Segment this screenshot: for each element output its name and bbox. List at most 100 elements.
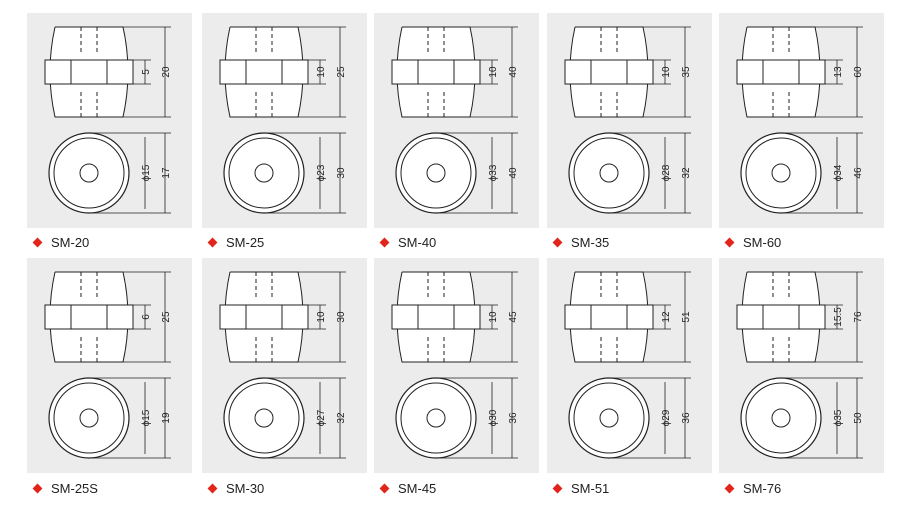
hex-band xyxy=(736,59,826,85)
inner-ring xyxy=(400,382,472,454)
dim-total-height: 20 xyxy=(161,66,172,78)
model-caption: SM-76 xyxy=(724,481,782,496)
dim-band-height: 12 xyxy=(661,311,672,323)
inner-ring xyxy=(573,382,645,454)
thread-insert-bottom xyxy=(600,91,618,117)
bullet-diamond-icon xyxy=(552,483,563,494)
insulator-drawing: 12 51 ϕ29 36 xyxy=(564,271,692,459)
thread-insert-top xyxy=(427,27,445,53)
inner-ring xyxy=(745,382,817,454)
dim-diameter: ϕ28 xyxy=(661,164,672,181)
dim-diameter: ϕ33 xyxy=(488,164,499,181)
dim-width: 17 xyxy=(161,167,172,179)
dim-total-height: 25 xyxy=(336,66,347,78)
model-name: SM-60 xyxy=(743,235,782,250)
center-hole xyxy=(599,408,619,428)
dim-diameter: ϕ15 xyxy=(141,409,152,426)
dim-band-height: 6 xyxy=(141,314,152,320)
thread-insert-bottom xyxy=(772,336,790,362)
model-caption: SM-45 xyxy=(379,481,437,496)
dim-band-height: 10 xyxy=(488,311,499,323)
model-caption: SM-25 xyxy=(207,235,264,250)
model-caption: SM-40 xyxy=(379,235,437,250)
hex-band xyxy=(564,59,654,85)
center-hole xyxy=(79,408,99,428)
dim-diameter: ϕ27 xyxy=(316,409,327,426)
dim-total-height: 51 xyxy=(681,311,692,323)
model-caption: SM-51 xyxy=(552,481,610,496)
inner-ring xyxy=(573,137,645,209)
hex-band xyxy=(44,304,134,330)
thread-insert-top xyxy=(255,272,273,298)
center-hole xyxy=(79,163,99,183)
dim-band-height: 5 xyxy=(141,69,152,75)
dim-band-height: 13 xyxy=(833,66,844,78)
dim-band-height: 15.5 xyxy=(833,307,844,327)
center-hole xyxy=(771,408,791,428)
dim-width: 46 xyxy=(853,167,864,179)
model-name: SM-30 xyxy=(226,481,265,496)
dim-total-height: 30 xyxy=(336,311,347,323)
thread-insert-top xyxy=(600,27,618,53)
dim-band-height: 10 xyxy=(488,66,499,78)
thread-insert-bottom xyxy=(80,91,98,117)
center-hole xyxy=(426,163,446,183)
dim-diameter: ϕ34 xyxy=(833,164,844,181)
model-name: SM-20 xyxy=(51,235,90,250)
hex-band xyxy=(391,304,481,330)
model-caption: SM-60 xyxy=(724,235,782,250)
thread-insert-top xyxy=(427,272,445,298)
model-caption: SM-35 xyxy=(552,235,609,250)
dim-total-height: 35 xyxy=(681,66,692,78)
thread-insert-bottom xyxy=(255,91,273,117)
insulator-card: 6 25 ϕ15 19 xyxy=(27,258,192,473)
dim-width: 19 xyxy=(161,412,172,424)
dim-total-height: 25 xyxy=(161,311,172,323)
center-hole xyxy=(254,163,274,183)
dim-diameter: ϕ30 xyxy=(488,409,499,426)
inner-ring xyxy=(228,382,300,454)
thread-insert-bottom xyxy=(80,336,98,362)
dim-band-height: 10 xyxy=(661,66,672,78)
model-name: SM-51 xyxy=(571,481,610,496)
model-name: SM-25S xyxy=(51,481,98,496)
hex-band xyxy=(564,304,654,330)
dim-diameter: ϕ15 xyxy=(141,164,152,181)
dim-width: 32 xyxy=(336,412,347,424)
center-hole xyxy=(426,408,446,428)
hex-band xyxy=(736,304,826,330)
dim-total-height: 45 xyxy=(508,311,519,323)
bullet-diamond-icon xyxy=(32,237,43,248)
inner-ring xyxy=(228,137,300,209)
insulator-drawing: 6 25 ϕ15 19 xyxy=(44,271,172,459)
thread-insert-bottom xyxy=(255,336,273,362)
inner-ring xyxy=(53,137,125,209)
model-name: SM-76 xyxy=(743,481,782,496)
bullet-diamond-icon xyxy=(552,237,563,248)
inner-ring xyxy=(53,382,125,454)
model-caption: SM-30 xyxy=(207,481,265,496)
inner-ring xyxy=(745,137,817,209)
dim-total-height: 76 xyxy=(853,311,864,323)
inner-ring xyxy=(400,137,472,209)
thread-insert-bottom xyxy=(772,91,790,117)
thread-insert-top xyxy=(255,27,273,53)
dim-width: 30 xyxy=(336,167,347,179)
model-caption: SM-20 xyxy=(32,235,90,250)
dim-width: 36 xyxy=(681,412,692,424)
dim-band-height: 10 xyxy=(316,311,327,323)
insulator-drawing: 5 20 ϕ15 17 xyxy=(44,26,172,214)
dim-diameter: ϕ29 xyxy=(661,409,672,426)
dim-diameter: ϕ23 xyxy=(316,164,327,181)
model-name: SM-40 xyxy=(398,235,437,250)
model-name: SM-45 xyxy=(398,481,437,496)
